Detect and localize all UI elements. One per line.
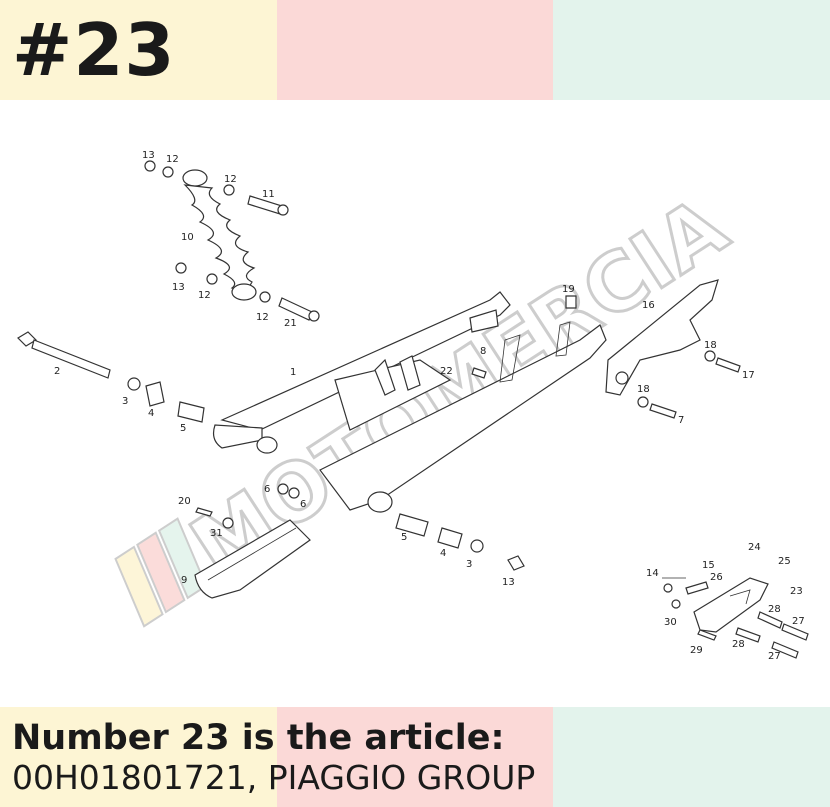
callout-25: 25 bbox=[778, 556, 791, 567]
part-number-heading: #23 bbox=[12, 8, 176, 92]
callout-11: 11 bbox=[262, 189, 275, 200]
callout-13: 13 bbox=[502, 577, 515, 588]
callout-19: 19 bbox=[562, 284, 575, 295]
callout-18: 18 bbox=[704, 340, 717, 351]
callout-4: 4 bbox=[148, 408, 154, 419]
callout-29: 29 bbox=[690, 645, 703, 656]
callout-27: 27 bbox=[792, 616, 805, 627]
axle-spacers-right bbox=[395, 513, 525, 571]
callout-21: 21 bbox=[284, 318, 297, 329]
callout-20: 20 bbox=[178, 496, 191, 507]
article-number-and-brand: 00H01801721, PIAGGIO GROUP bbox=[12, 758, 536, 797]
callout-9: 9 bbox=[181, 575, 187, 586]
callout-24: 24 bbox=[748, 542, 761, 553]
band-segment-yellow bbox=[0, 0, 277, 100]
callout-2: 2 bbox=[54, 366, 60, 377]
callout-12: 12 bbox=[198, 290, 211, 301]
chain-guard bbox=[471, 279, 741, 419]
callout-13: 13 bbox=[142, 150, 155, 161]
callout-28: 28 bbox=[732, 639, 745, 650]
swingarm bbox=[212, 291, 607, 513]
callout-18: 18 bbox=[637, 384, 650, 395]
callout-12: 12 bbox=[256, 312, 269, 323]
callout-6: 6 bbox=[300, 499, 306, 510]
callout-6: 6 bbox=[264, 484, 270, 495]
callout-4: 4 bbox=[440, 548, 446, 559]
callout-8: 8 bbox=[480, 346, 486, 357]
callout-22: 22 bbox=[440, 366, 453, 377]
callout-5: 5 bbox=[180, 423, 186, 434]
band-segment-mint bbox=[553, 707, 830, 807]
band-segment-pink bbox=[276, 0, 554, 100]
chain-adjuster-detail bbox=[662, 577, 809, 659]
callout-12: 12 bbox=[166, 154, 179, 165]
shock-absorber bbox=[144, 160, 320, 322]
callout-31: 31 bbox=[210, 528, 223, 539]
article-caption-heading: Number 23 is the article: bbox=[12, 718, 505, 758]
callout-30: 30 bbox=[664, 617, 677, 628]
chain-slider bbox=[194, 519, 311, 599]
callout-28: 28 bbox=[768, 604, 781, 615]
callout-7: 7 bbox=[678, 415, 684, 426]
callout-27: 27 bbox=[768, 651, 781, 662]
band-segment-yellow bbox=[0, 707, 277, 807]
callout-13: 13 bbox=[172, 282, 185, 293]
watermark-text: MOTOMERCIA bbox=[175, 180, 743, 594]
callout-5: 5 bbox=[401, 532, 407, 543]
callout-26: 26 bbox=[710, 572, 723, 583]
exploded-parts-diagram: MOTOMERCIA bbox=[17, 150, 809, 662]
callout-1: 1 bbox=[290, 367, 296, 378]
bottom-color-band bbox=[0, 707, 830, 807]
band-segment-pink bbox=[276, 707, 554, 807]
callout-23: 23 bbox=[790, 586, 803, 597]
callout-3: 3 bbox=[466, 559, 472, 570]
callout-17: 17 bbox=[742, 370, 755, 381]
callout-16: 16 bbox=[642, 300, 655, 311]
callout-12: 12 bbox=[224, 174, 237, 185]
callout-14: 14 bbox=[646, 568, 659, 579]
callout-3: 3 bbox=[122, 396, 128, 407]
pivot-bolt-assembly bbox=[17, 331, 300, 529]
callout-15: 15 bbox=[702, 560, 715, 571]
band-segment-mint bbox=[553, 0, 830, 100]
top-color-band bbox=[0, 0, 830, 100]
callout-10: 10 bbox=[181, 232, 194, 243]
